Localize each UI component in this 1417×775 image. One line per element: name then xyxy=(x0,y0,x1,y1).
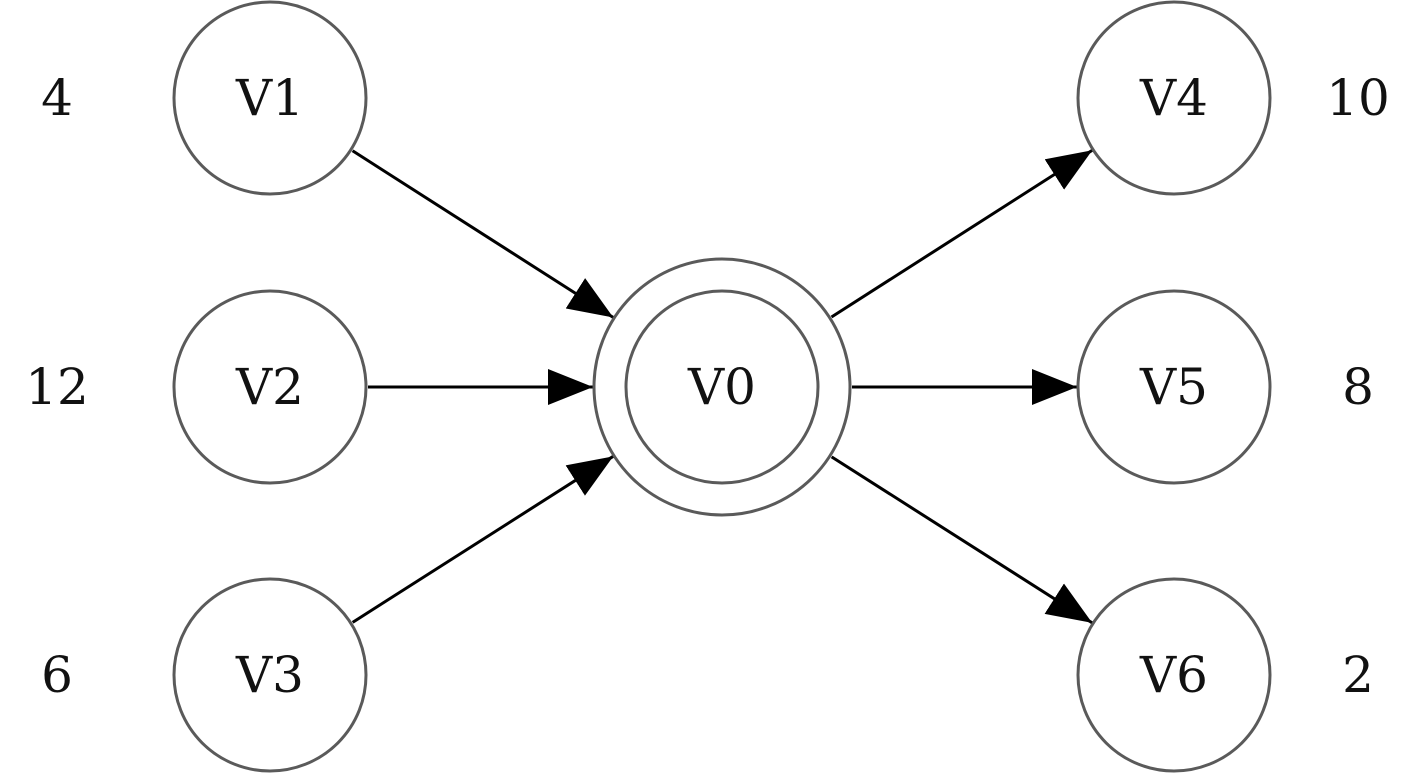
node-v1-circle xyxy=(172,0,368,196)
node-v1: V1 xyxy=(172,0,368,196)
node-v5-label: V5 xyxy=(1139,358,1208,416)
node-v3: V3 xyxy=(172,577,368,773)
edge-v1-v0 xyxy=(351,149,615,319)
node-v2-label: V2 xyxy=(235,358,304,416)
node-v6-label: V6 xyxy=(1139,646,1208,704)
node-v0: V0 xyxy=(592,257,852,517)
node-v3-label: V3 xyxy=(235,646,304,704)
node-v4-circle xyxy=(1076,0,1272,196)
node-v2-weight: 12 xyxy=(25,358,89,416)
node-v0-outer-circle xyxy=(592,257,852,517)
node-v6-circle xyxy=(1076,577,1272,773)
node-v0-inner-circle xyxy=(624,289,820,485)
edge-v0-v4 xyxy=(830,148,1094,319)
edge-v3-v0 xyxy=(351,455,615,624)
node-v3-weight: 6 xyxy=(41,646,73,704)
node-v4-label: V4 xyxy=(1139,69,1208,127)
node-v4-weight: 10 xyxy=(1326,69,1390,127)
node-v5: V5 xyxy=(1076,289,1272,485)
node-v6-weight: 2 xyxy=(1342,646,1374,704)
node-v5-weight: 8 xyxy=(1342,358,1374,416)
edge-v0-v6 xyxy=(830,455,1094,625)
node-v5-circle xyxy=(1076,289,1272,485)
node-v0-label: V0 xyxy=(687,358,756,416)
node-v1-label: V1 xyxy=(235,69,304,127)
node-v4: V4 xyxy=(1076,0,1272,196)
node-v2: V2 xyxy=(172,289,368,485)
node-v3-circle xyxy=(172,577,368,773)
node-v1-weight: 4 xyxy=(41,69,73,127)
node-v6: V6 xyxy=(1076,577,1272,773)
node-v2-circle xyxy=(172,289,368,485)
